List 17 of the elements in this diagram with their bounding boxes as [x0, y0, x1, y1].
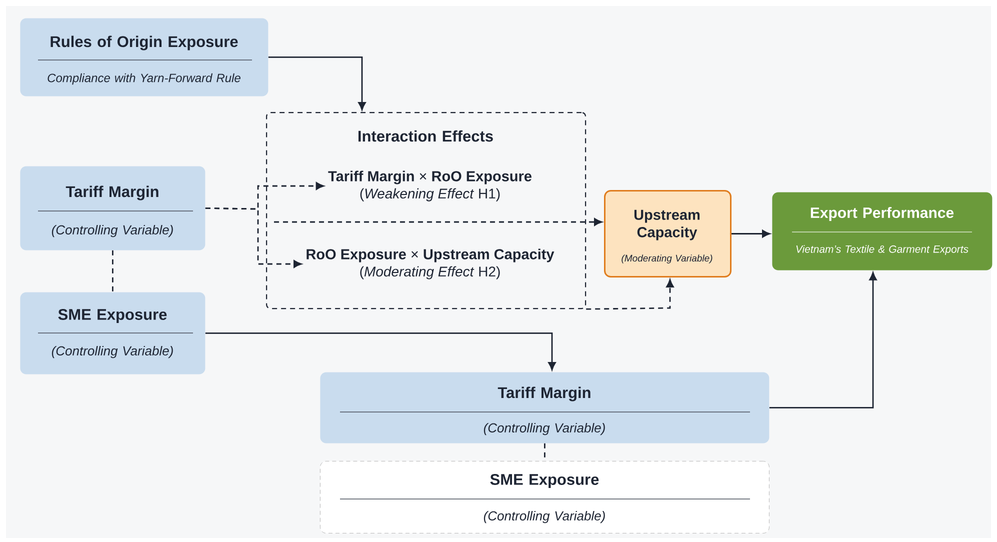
dashed-connector — [205, 208, 302, 268]
effect-text: Tariff Margin × RoO Exposure (Weakening Effect H1) — [328, 170, 532, 202]
arrow — [769, 272, 877, 408]
variable-box: Rules of Origin Exposure Compliance with Yarn-Forward Rule — [20, 18, 268, 96]
dashed-connector — [586, 279, 674, 310]
variable-box: Tariff Margin (Controlling Variable) — [20, 166, 206, 250]
arrow — [205, 332, 556, 370]
variable-box: Tariff Margin (Controlling Variable) — [320, 372, 770, 444]
outcome-box: Export Performance Vietnam’s Textile & Garment Exports — [772, 192, 992, 270]
arrow — [732, 230, 770, 238]
variable-box: SME Exposure (Controlling Variable) — [320, 461, 770, 534]
arrow — [268, 56, 366, 110]
effect-text: RoO Exposure × Upstream Capacity (Moderating Effect H2) — [306, 248, 554, 280]
variable-box: SME Exposure (Controlling Variable) — [20, 292, 206, 374]
dashed-connector — [274, 218, 602, 226]
dashed-line — [112, 250, 114, 292]
moderator-box: Upstream Capacity (Moderating Variable) — [604, 190, 732, 278]
